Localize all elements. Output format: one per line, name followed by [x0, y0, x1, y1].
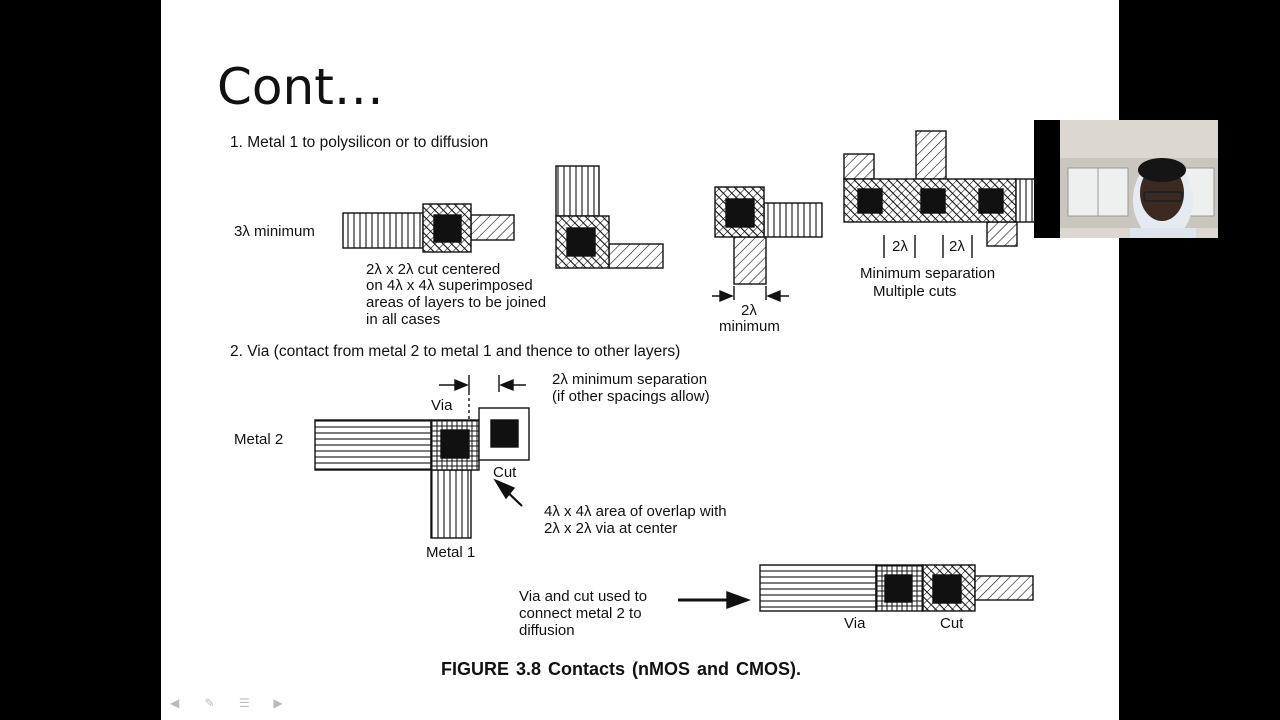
- metal2-label: Metal 2: [234, 431, 284, 448]
- contacts-figure: [314, 130, 1037, 612]
- metal1-label: Metal 1: [426, 544, 476, 561]
- bottom-cut-label: Cut: [940, 615, 964, 632]
- separation-line-1: 2λ minimum separation: [552, 371, 708, 388]
- min-separation-label: Minimum separation: [860, 265, 996, 282]
- separation-line-2: (if other spacings allow): [552, 388, 710, 405]
- webcam-overlay: [1034, 120, 1218, 238]
- section2-heading: 2. Via (contact from metal 2 to metal 1 …: [230, 343, 681, 360]
- note-line-2: on 4λ x 4λ superimposed: [366, 277, 533, 294]
- note-line-4: in all cases: [366, 311, 441, 328]
- sep-2l-b: 2λ: [949, 238, 965, 255]
- multiple-cuts-label: Multiple cuts: [873, 283, 957, 300]
- note-line-3: areas of layers to be joined: [366, 294, 547, 311]
- slide-nav-controls: ◀ ✎ ☰ ▶: [170, 694, 303, 712]
- via-cut-line-1: Via and cut used to: [519, 588, 648, 605]
- overlap-line-2: 2λ x 2λ via at center: [544, 520, 678, 537]
- bottom-via-label: Via: [844, 615, 866, 632]
- via-label: Via: [431, 397, 453, 414]
- metal1-strip: [430, 469, 472, 539]
- figure-caption: FIGURE 3.8 Contacts (nMOS and CMOS).: [441, 659, 802, 679]
- metal1-strip: [342, 212, 424, 249]
- sep-2l-a: 2λ: [892, 238, 908, 255]
- pen-icon[interactable]: ✎: [204, 696, 215, 710]
- section1-heading: 1. Metal 1 to polysilicon or to diffusio…: [230, 134, 489, 151]
- minimum-label: minimum: [719, 318, 780, 335]
- min-label: 3λ minimum: [234, 223, 315, 240]
- next-icon[interactable]: ▶: [273, 696, 283, 710]
- slide-title: Cont…: [217, 58, 384, 116]
- menu-icon[interactable]: ☰: [238, 696, 250, 710]
- cut: [433, 214, 462, 243]
- note-line-1: 2λ x 2λ cut centered: [366, 261, 501, 278]
- overlap-line-1: 4λ x 4λ area of overlap with: [544, 503, 727, 520]
- via-cut-line-3: diffusion: [519, 622, 575, 639]
- slide: Cont…: [161, 0, 1119, 720]
- cut-label: Cut: [493, 464, 517, 481]
- dim-2l: 2λ: [741, 302, 757, 319]
- prev-icon[interactable]: ◀: [170, 696, 180, 710]
- presenter-video: [1060, 120, 1218, 238]
- via-cut-line-2: connect metal 2 to: [519, 605, 642, 622]
- metal2-strip: [314, 419, 432, 471]
- poly-strip: [470, 214, 515, 241]
